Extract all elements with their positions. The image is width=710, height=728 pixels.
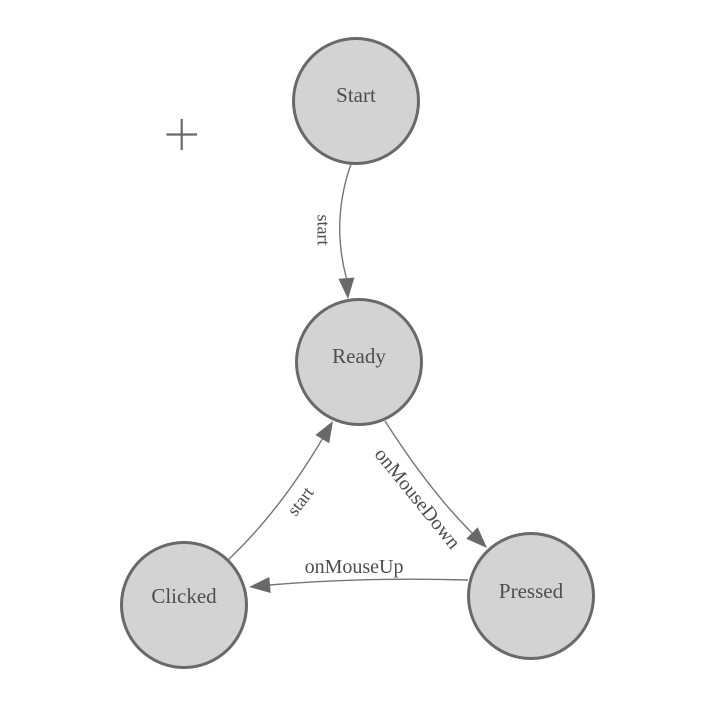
edge-pressed-to-clicked-line[interactable] [269, 578, 469, 586]
node-ready-shape[interactable] [295, 298, 423, 426]
crosshair-icon [166, 119, 197, 150]
edge-label-start-lower: start [283, 483, 318, 520]
node-start-shape[interactable] [292, 37, 420, 165]
node-pressed-shape[interactable] [467, 532, 595, 660]
edge-clicked-to-ready-line[interactable] [227, 438, 323, 561]
edge-start-to-ready[interactable]: start [314, 163, 355, 299]
edge-pressed-to-clicked-arrowhead-icon [249, 577, 271, 593]
edge-label-onmouseup: onMouseUp [305, 556, 404, 578]
node-ready-label: Ready [332, 344, 386, 368]
node-clicked-label: Clicked [151, 584, 217, 608]
node-clicked[interactable]: Clicked [120, 541, 248, 669]
node-clicked-shape[interactable] [120, 541, 248, 669]
node-start[interactable]: Start [292, 37, 420, 165]
edge-start-to-ready-arrowhead-icon [338, 277, 355, 299]
edge-label-start-top: start [314, 215, 334, 246]
node-pressed[interactable]: Pressed [467, 532, 595, 660]
edge-start-to-ready-line[interactable] [339, 163, 352, 279]
node-start-label: Start [336, 83, 376, 107]
edge-label-onmousedown: onMouseDown [370, 444, 465, 554]
edge-ready-to-pressed-line[interactable] [384, 420, 473, 534]
node-ready[interactable]: Ready [295, 298, 423, 426]
edge-clicked-to-ready-arrowhead-icon [315, 421, 333, 444]
node-pressed-label: Pressed [499, 579, 564, 603]
edge-pressed-to-clicked[interactable]: onMouseUp [249, 556, 469, 593]
edge-ready-to-pressed-arrowhead-icon [466, 527, 487, 548]
edge-ready-to-pressed[interactable]: onMouseDown [370, 420, 487, 554]
edge-clicked-to-ready[interactable]: start [227, 421, 333, 561]
